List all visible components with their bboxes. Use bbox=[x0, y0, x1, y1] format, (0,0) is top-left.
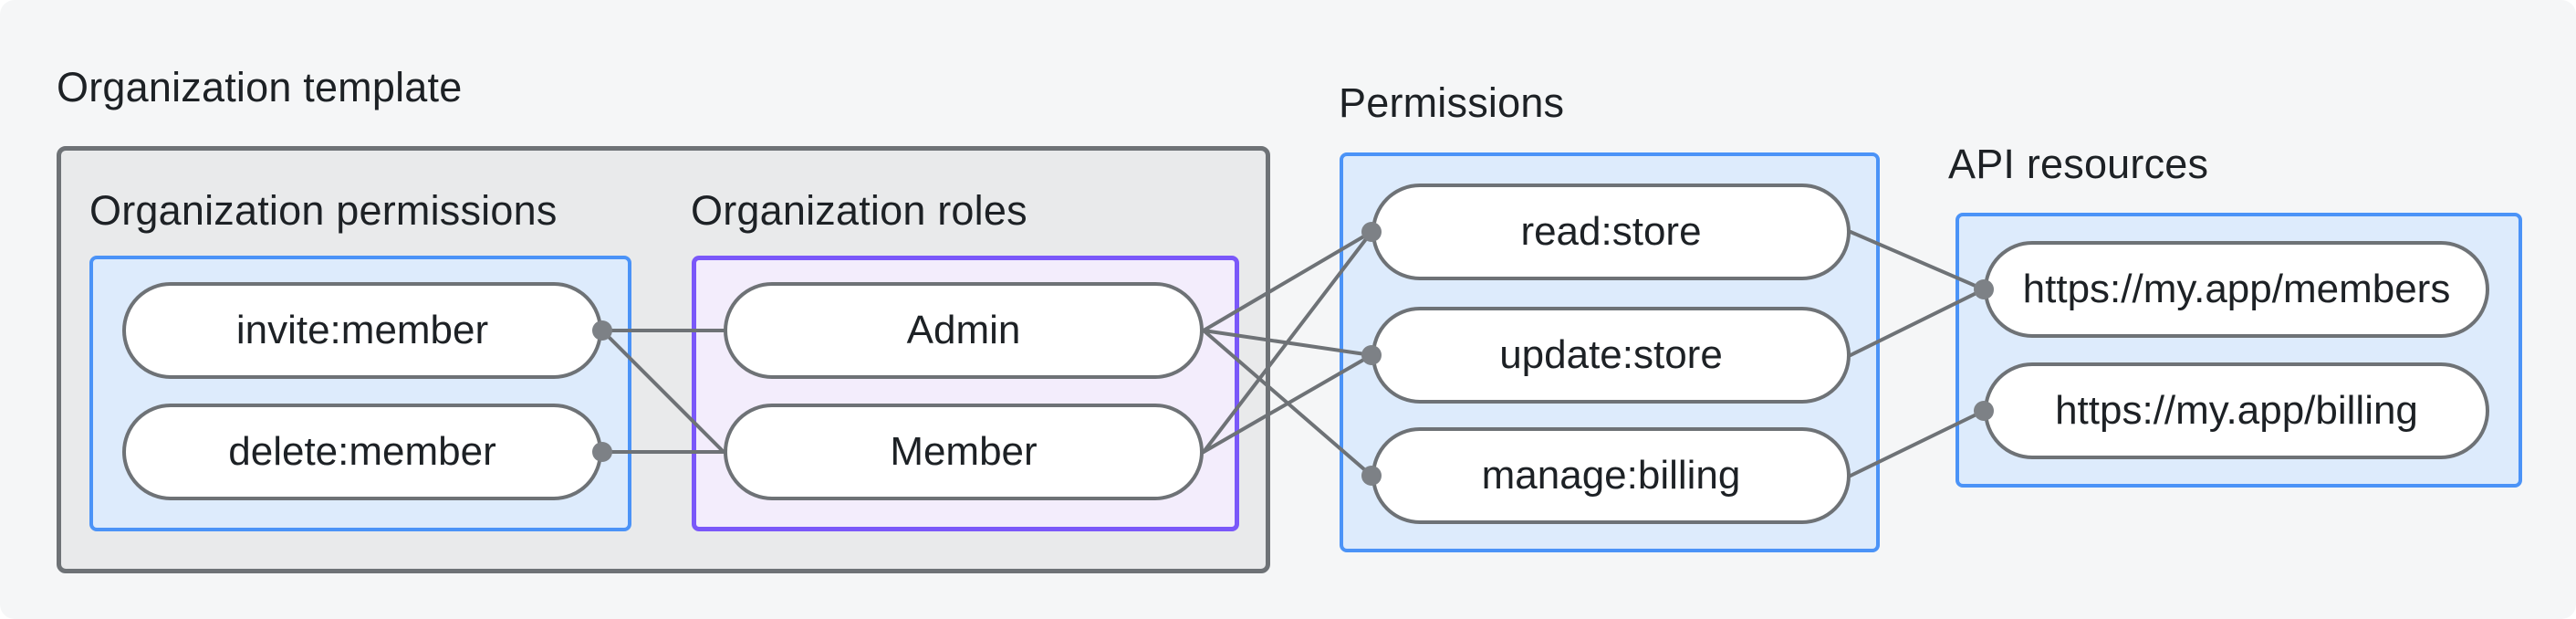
node-manage-billing: manage:billing bbox=[1371, 427, 1851, 524]
node-admin: Admin bbox=[724, 282, 1204, 379]
permissions-label: Permissions bbox=[1339, 79, 1565, 126]
organization-roles-label: Organization roles bbox=[691, 187, 1027, 234]
node-api-members: https://my.app/members bbox=[1984, 241, 2489, 338]
node-member: Member bbox=[724, 404, 1204, 500]
node-api-billing: https://my.app/billing bbox=[1984, 362, 2489, 459]
node-update-store: update:store bbox=[1371, 307, 1851, 404]
api-resources-label: API resources bbox=[1948, 141, 2209, 187]
node-delete-member: delete:member bbox=[122, 404, 602, 500]
organization-template-label: Organization template bbox=[57, 64, 463, 110]
node-read-store: read:store bbox=[1371, 184, 1851, 280]
organization-permissions-label: Organization permissions bbox=[89, 187, 558, 234]
node-invite-member: invite:member bbox=[122, 282, 602, 379]
